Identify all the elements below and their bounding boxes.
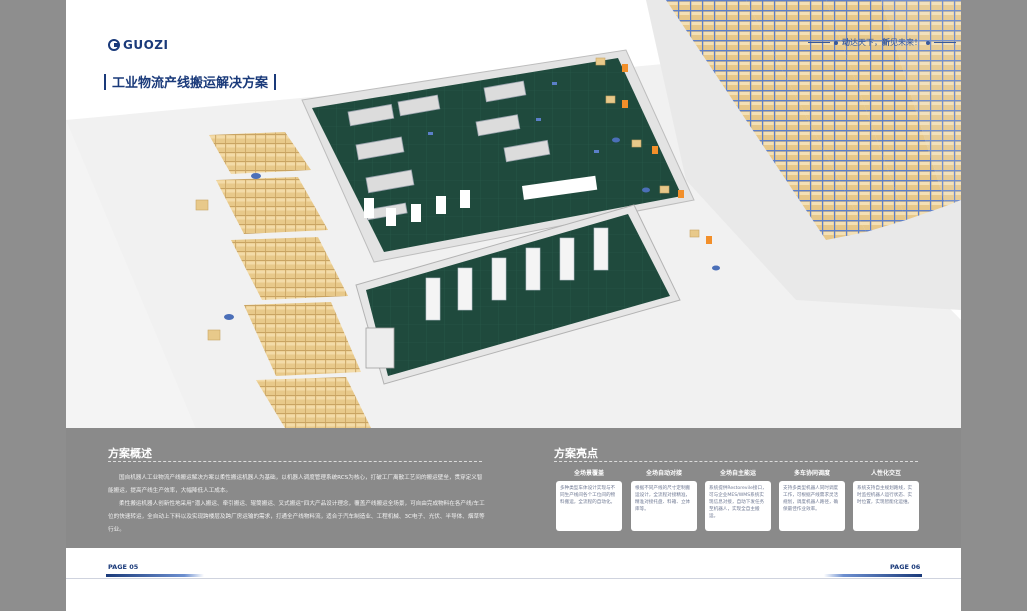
page-number-right: PAGE 06 — [890, 563, 921, 571]
footer-divider — [66, 578, 961, 579]
highlight-label: 多车协同调度 — [793, 470, 830, 477]
overview-divider — [108, 461, 482, 462]
slogan-bold-1: 动 — [842, 38, 850, 47]
slogan: 动达天下，新见未来！ — [808, 37, 956, 48]
slogan-right-dot — [926, 40, 930, 45]
highlight-label: 全场景覆盖 — [573, 470, 604, 477]
highlight-card: 根据不同产线的尺寸定制搬运设计，全流程对接精准，精准对接托盘、料箱、立体库等。 — [631, 481, 697, 531]
highlight-label: 全场自主能运 — [719, 470, 756, 477]
guozi-logo-icon — [108, 39, 120, 51]
overview-paragraph: 柔性搬运机器人创新性地采用“潜入搬运、牵引搬运、辊筒搬运、叉式搬运”四大产品设计… — [108, 501, 485, 533]
slogan-text: 动达天下，新见未来！ — [842, 37, 922, 48]
footer-accent-left — [106, 574, 204, 577]
footer-accent-right — [824, 574, 922, 577]
page-title-block: 工业物流产线搬运解决方案 — [104, 72, 277, 91]
slogan-right-line — [934, 42, 956, 43]
highlight-card: 多种类型车体设计实现与不同生产线间各个工位间的物料搬运，全流程的自动化。 — [556, 481, 622, 531]
overview-paragraph: 国自机器人工业物流产线搬运解决方案以柔性搬运机器人为基础，以机器人调度管理系统R… — [108, 475, 483, 494]
info-panel: 方案概述 国自机器人工业物流产线搬运解决方案以柔性搬运机器人为基础，以机器人调度… — [66, 428, 961, 548]
title-left-bar — [104, 73, 106, 90]
highlight-label: 人性化交互 — [870, 470, 901, 477]
highlight-card: 支持多类型机器人同时调度工作，可根据产线需求灵活规划，调度机器人路径，确保最佳作… — [779, 481, 845, 531]
highlights-heading: 方案亮点 — [554, 447, 598, 460]
slogan-left-dot — [834, 40, 838, 45]
overview-body: 国自机器人工业物流产线搬运解决方案以柔性搬运机器人为基础，以机器人调度管理系统R… — [108, 472, 486, 537]
page-title: 工业物流产线搬运解决方案 — [112, 76, 269, 91]
logo-text: GUOZI — [123, 38, 169, 52]
page-number-left: PAGE 05 — [108, 563, 139, 571]
highlight-card: 系统提供Restorevile接口，可与企业MES/WMS系统实现信息对接，自动… — [705, 481, 771, 531]
slogan-part-1: 达天下， — [850, 38, 882, 47]
highlights-divider — [554, 461, 918, 462]
slogan-part-2: 见未来！ — [890, 38, 922, 47]
highlight-card: 系统支持自主规划路线，实时监控机器人运行状态、实时位置，实现智能化运维。 — [853, 481, 919, 531]
title-right-bar — [274, 73, 277, 90]
highlight-label: 全场自动对接 — [645, 470, 682, 477]
guozi-logo: GUOZI — [108, 38, 168, 52]
slogan-left-line — [808, 42, 830, 43]
overview-heading: 方案概述 — [108, 447, 152, 460]
factory-floor-illustration — [66, 0, 961, 548]
brochure-spread: GUOZI 工业物流产线搬运解决方案 动达天下，新见未来！ 方案概述 国自机器人… — [66, 0, 961, 611]
slogan-bold-2: 新 — [882, 38, 890, 47]
